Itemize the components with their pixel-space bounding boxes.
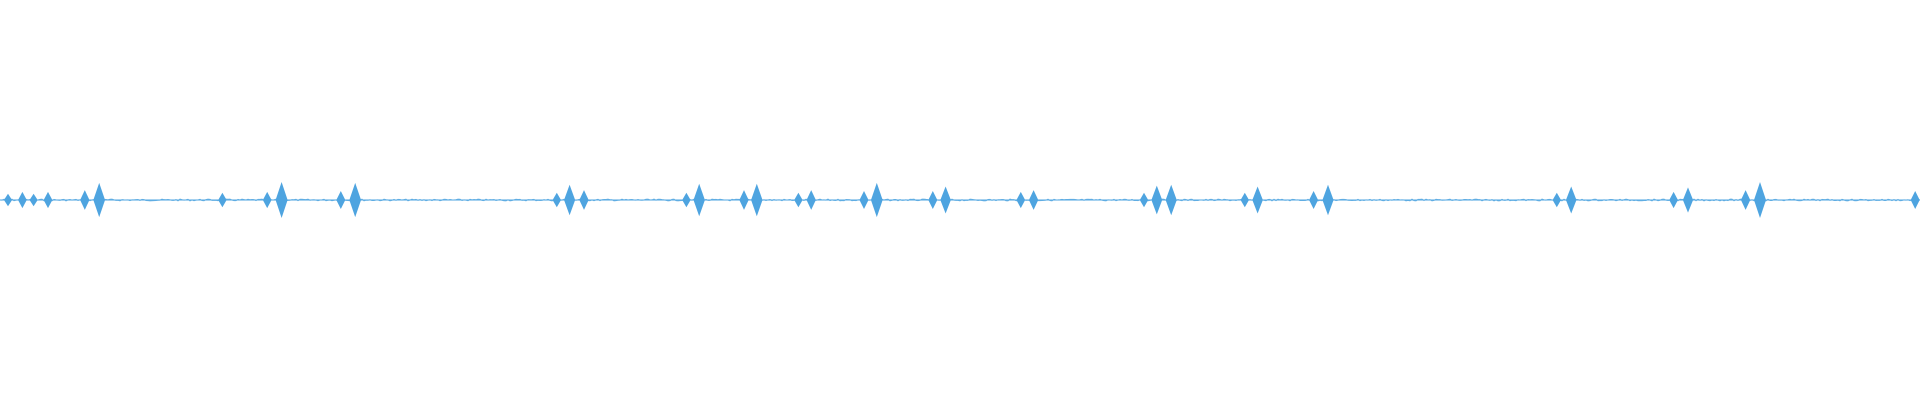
waveform-burst <box>336 191 346 209</box>
waveform-burst <box>262 191 272 209</box>
waveform-burst <box>564 184 576 216</box>
waveform-burst <box>739 190 749 210</box>
waveform-burst <box>80 190 90 210</box>
waveform-burst <box>29 193 38 207</box>
waveform-burst <box>43 191 53 209</box>
waveform-burst <box>870 182 883 218</box>
waveform-burst <box>1016 191 1026 209</box>
waveform-burst <box>1565 186 1577 214</box>
waveform-noise-trace <box>0 198 1920 202</box>
waveform-burst <box>218 192 227 208</box>
waveform-burst <box>751 183 763 217</box>
waveform-bursts <box>3 182 1920 218</box>
waveform-burst <box>1669 191 1678 209</box>
waveform-burst <box>3 193 13 207</box>
waveform-burst <box>275 182 288 218</box>
waveform-burst <box>693 183 705 217</box>
waveform-burst <box>579 190 589 210</box>
waveform-burst <box>1682 187 1694 213</box>
waveform-burst <box>1322 184 1334 216</box>
waveform-burst <box>1252 186 1263 214</box>
waveform-burst <box>794 192 803 208</box>
waveform-burst <box>1740 190 1751 210</box>
waveform-burst <box>1754 182 1766 218</box>
waveform-burst <box>1028 190 1039 210</box>
waveform-burst <box>1309 191 1319 209</box>
waveform-burst <box>1552 192 1561 208</box>
waveform-burst <box>1165 184 1177 216</box>
waveform-burst <box>349 182 362 218</box>
waveform-burst <box>682 192 691 208</box>
waveform-burst <box>859 191 869 209</box>
waveform-burst <box>93 182 106 218</box>
waveform-burst <box>928 191 938 209</box>
waveform-burst <box>18 191 27 209</box>
waveform-burst <box>806 190 816 210</box>
waveform-burst <box>1910 191 1920 209</box>
waveform-burst <box>940 186 951 214</box>
waveform-burst <box>1151 185 1163 215</box>
waveform-burst <box>552 192 561 208</box>
waveform-burst <box>1240 192 1249 208</box>
waveform-burst <box>1139 192 1149 208</box>
